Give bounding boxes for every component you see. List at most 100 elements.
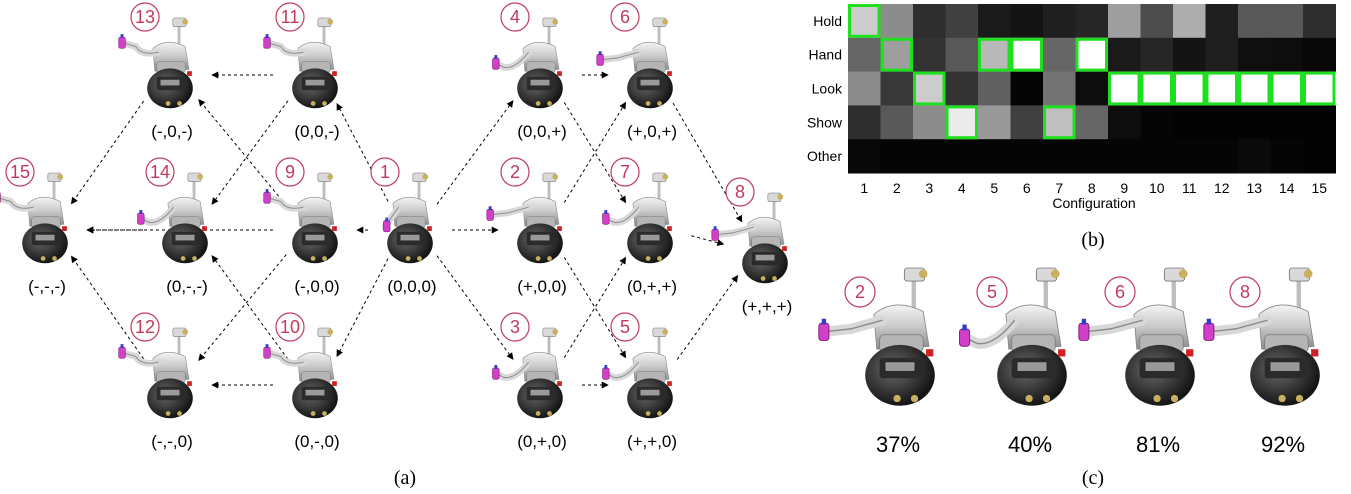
heatmap-cell-hold-2: [880, 4, 914, 39]
heatmap-cell-hand-14: [1270, 37, 1304, 73]
config-tuple: (0,0,+): [517, 122, 567, 141]
config-number-badge: [130, 312, 160, 342]
heatmap-cell-show-15: [1303, 105, 1336, 140]
robot-image: [602, 327, 674, 419]
config-tuple: (+,+,+): [742, 297, 793, 316]
config-tuple: (+,+,0): [627, 432, 677, 451]
heatmap-cell-hold-4: [945, 4, 979, 39]
heatmap-cell-other-15: [1303, 139, 1336, 174]
heatmap-cell-other-10: [1140, 139, 1174, 174]
config-node-10: 10(0,-,0): [263, 312, 340, 451]
heatmap-cell-hold-11: [1173, 4, 1206, 39]
config-number-badge: [610, 157, 640, 187]
robot-image: [492, 17, 564, 109]
config-number: 2: [510, 162, 520, 182]
config-tuple: (0,0,-): [294, 122, 339, 141]
config-percentage: 92%: [1261, 432, 1305, 457]
heatmap-cell-other-12: [1205, 139, 1239, 174]
heatmap-cell-hold-6: [1010, 4, 1044, 39]
config-number-badge: [500, 312, 530, 342]
heatmap-cell-hand-11: [1173, 37, 1206, 73]
heatmap-cell-other-4: [945, 139, 979, 174]
config-number: 7: [620, 162, 630, 182]
heatmap-cell-hold-7: [1043, 4, 1076, 39]
column-label-9: 9: [1120, 180, 1128, 196]
edge-12-15: [70, 255, 145, 360]
heatmap-cell-look-6: [1010, 71, 1044, 106]
heatmap-cell-look-4: [945, 71, 979, 106]
heatmap-cell-look-15: [1303, 71, 1336, 106]
column-label-4: 4: [958, 180, 966, 196]
heatmap-cell-look-3: [913, 71, 946, 106]
config-number-badge: [370, 157, 400, 187]
column-label-5: 5: [990, 180, 998, 196]
column-label-7: 7: [1055, 180, 1063, 196]
column-label-14: 14: [1279, 180, 1295, 196]
heatmap-highlight: [945, 105, 978, 140]
config-node-3: 3(0,+,0): [492, 312, 567, 451]
config-number: 10: [280, 317, 300, 337]
config-number: 13: [135, 7, 155, 27]
row-label-show: Show: [807, 114, 843, 130]
heatmap-cell-show-14: [1270, 105, 1304, 140]
heatmap-cell-hand-10: [1140, 37, 1174, 73]
heatmap-cell-hold-14: [1270, 4, 1304, 39]
heatmap-cell-hand-12: [1205, 37, 1239, 73]
heatmap-cell-show-9: [1108, 105, 1141, 140]
heatmap-cell-hold-1: [848, 4, 881, 39]
heatmap-cell-show-3: [913, 105, 946, 140]
heatmap-cell-other-6: [1010, 139, 1044, 174]
robot-image: [711, 192, 789, 284]
config-number: 8: [735, 182, 745, 202]
config-number-badge: [725, 177, 755, 207]
row-label-look: Look: [812, 81, 843, 97]
heatmap-cell-other-11: [1173, 139, 1206, 174]
heatmap-cell-hand-1: [848, 37, 881, 73]
heatmap-cell-hand-15: [1303, 37, 1336, 73]
config-tuple: (0,+,0): [517, 432, 567, 451]
edge-9-12: [198, 254, 287, 362]
heatmap-cell-hand-8: [1075, 37, 1109, 73]
robot-image: [263, 172, 339, 264]
robot-image: [118, 17, 194, 109]
heatmap-cell-other-13: [1238, 139, 1271, 174]
config-number-badge: [500, 157, 530, 187]
edge-10-14: [211, 255, 289, 360]
heatmap-cells: [848, 4, 1336, 174]
config-node-7: 7(0,+,+): [602, 157, 677, 296]
heatmap-highlight: [1010, 37, 1043, 72]
edge-5-8: [676, 275, 739, 360]
heatmap-cell-show-2: [880, 105, 914, 140]
config-node-1: 1(0,0,0): [370, 157, 437, 296]
heatmap-cell-hand-9: [1108, 37, 1141, 73]
heatmap-cell-look-7: [1043, 71, 1076, 106]
row-label-hold: Hold: [813, 13, 842, 29]
heatmap-cell-show-7: [1043, 105, 1076, 140]
graph-edges: [70, 71, 743, 389]
config-percentage: 40%: [1008, 432, 1052, 457]
caption-a: (a): [394, 467, 416, 489]
config-node-5: 5 (+,+,0): [602, 312, 677, 451]
edge-2-5: [563, 257, 627, 359]
config-node-11: 11(0,0,-): [263, 2, 340, 141]
config-number-badge: [275, 2, 305, 32]
config-number: 5: [620, 317, 630, 337]
heatmap-cell-hold-10: [1140, 4, 1174, 39]
column-label-10: 10: [1149, 180, 1165, 196]
heatmap-highlight: [978, 37, 1011, 72]
robot-image: [1078, 267, 1196, 407]
edge-6-8: [672, 102, 743, 223]
config-tuple: (-,-,-): [28, 277, 66, 296]
heatmap-highlight: [1140, 71, 1173, 106]
config-number: 8: [1240, 282, 1250, 302]
heatmap-cell-hold-15: [1303, 4, 1336, 39]
config-number-badge: [145, 157, 175, 187]
robot-image: [137, 172, 209, 264]
heatmap-cell-hand-3: [913, 37, 946, 73]
config-percentage: 37%: [876, 432, 920, 457]
heatmap-cell-hold-9: [1108, 4, 1141, 39]
robot-image: [263, 327, 339, 419]
config-number: 12: [135, 317, 155, 337]
